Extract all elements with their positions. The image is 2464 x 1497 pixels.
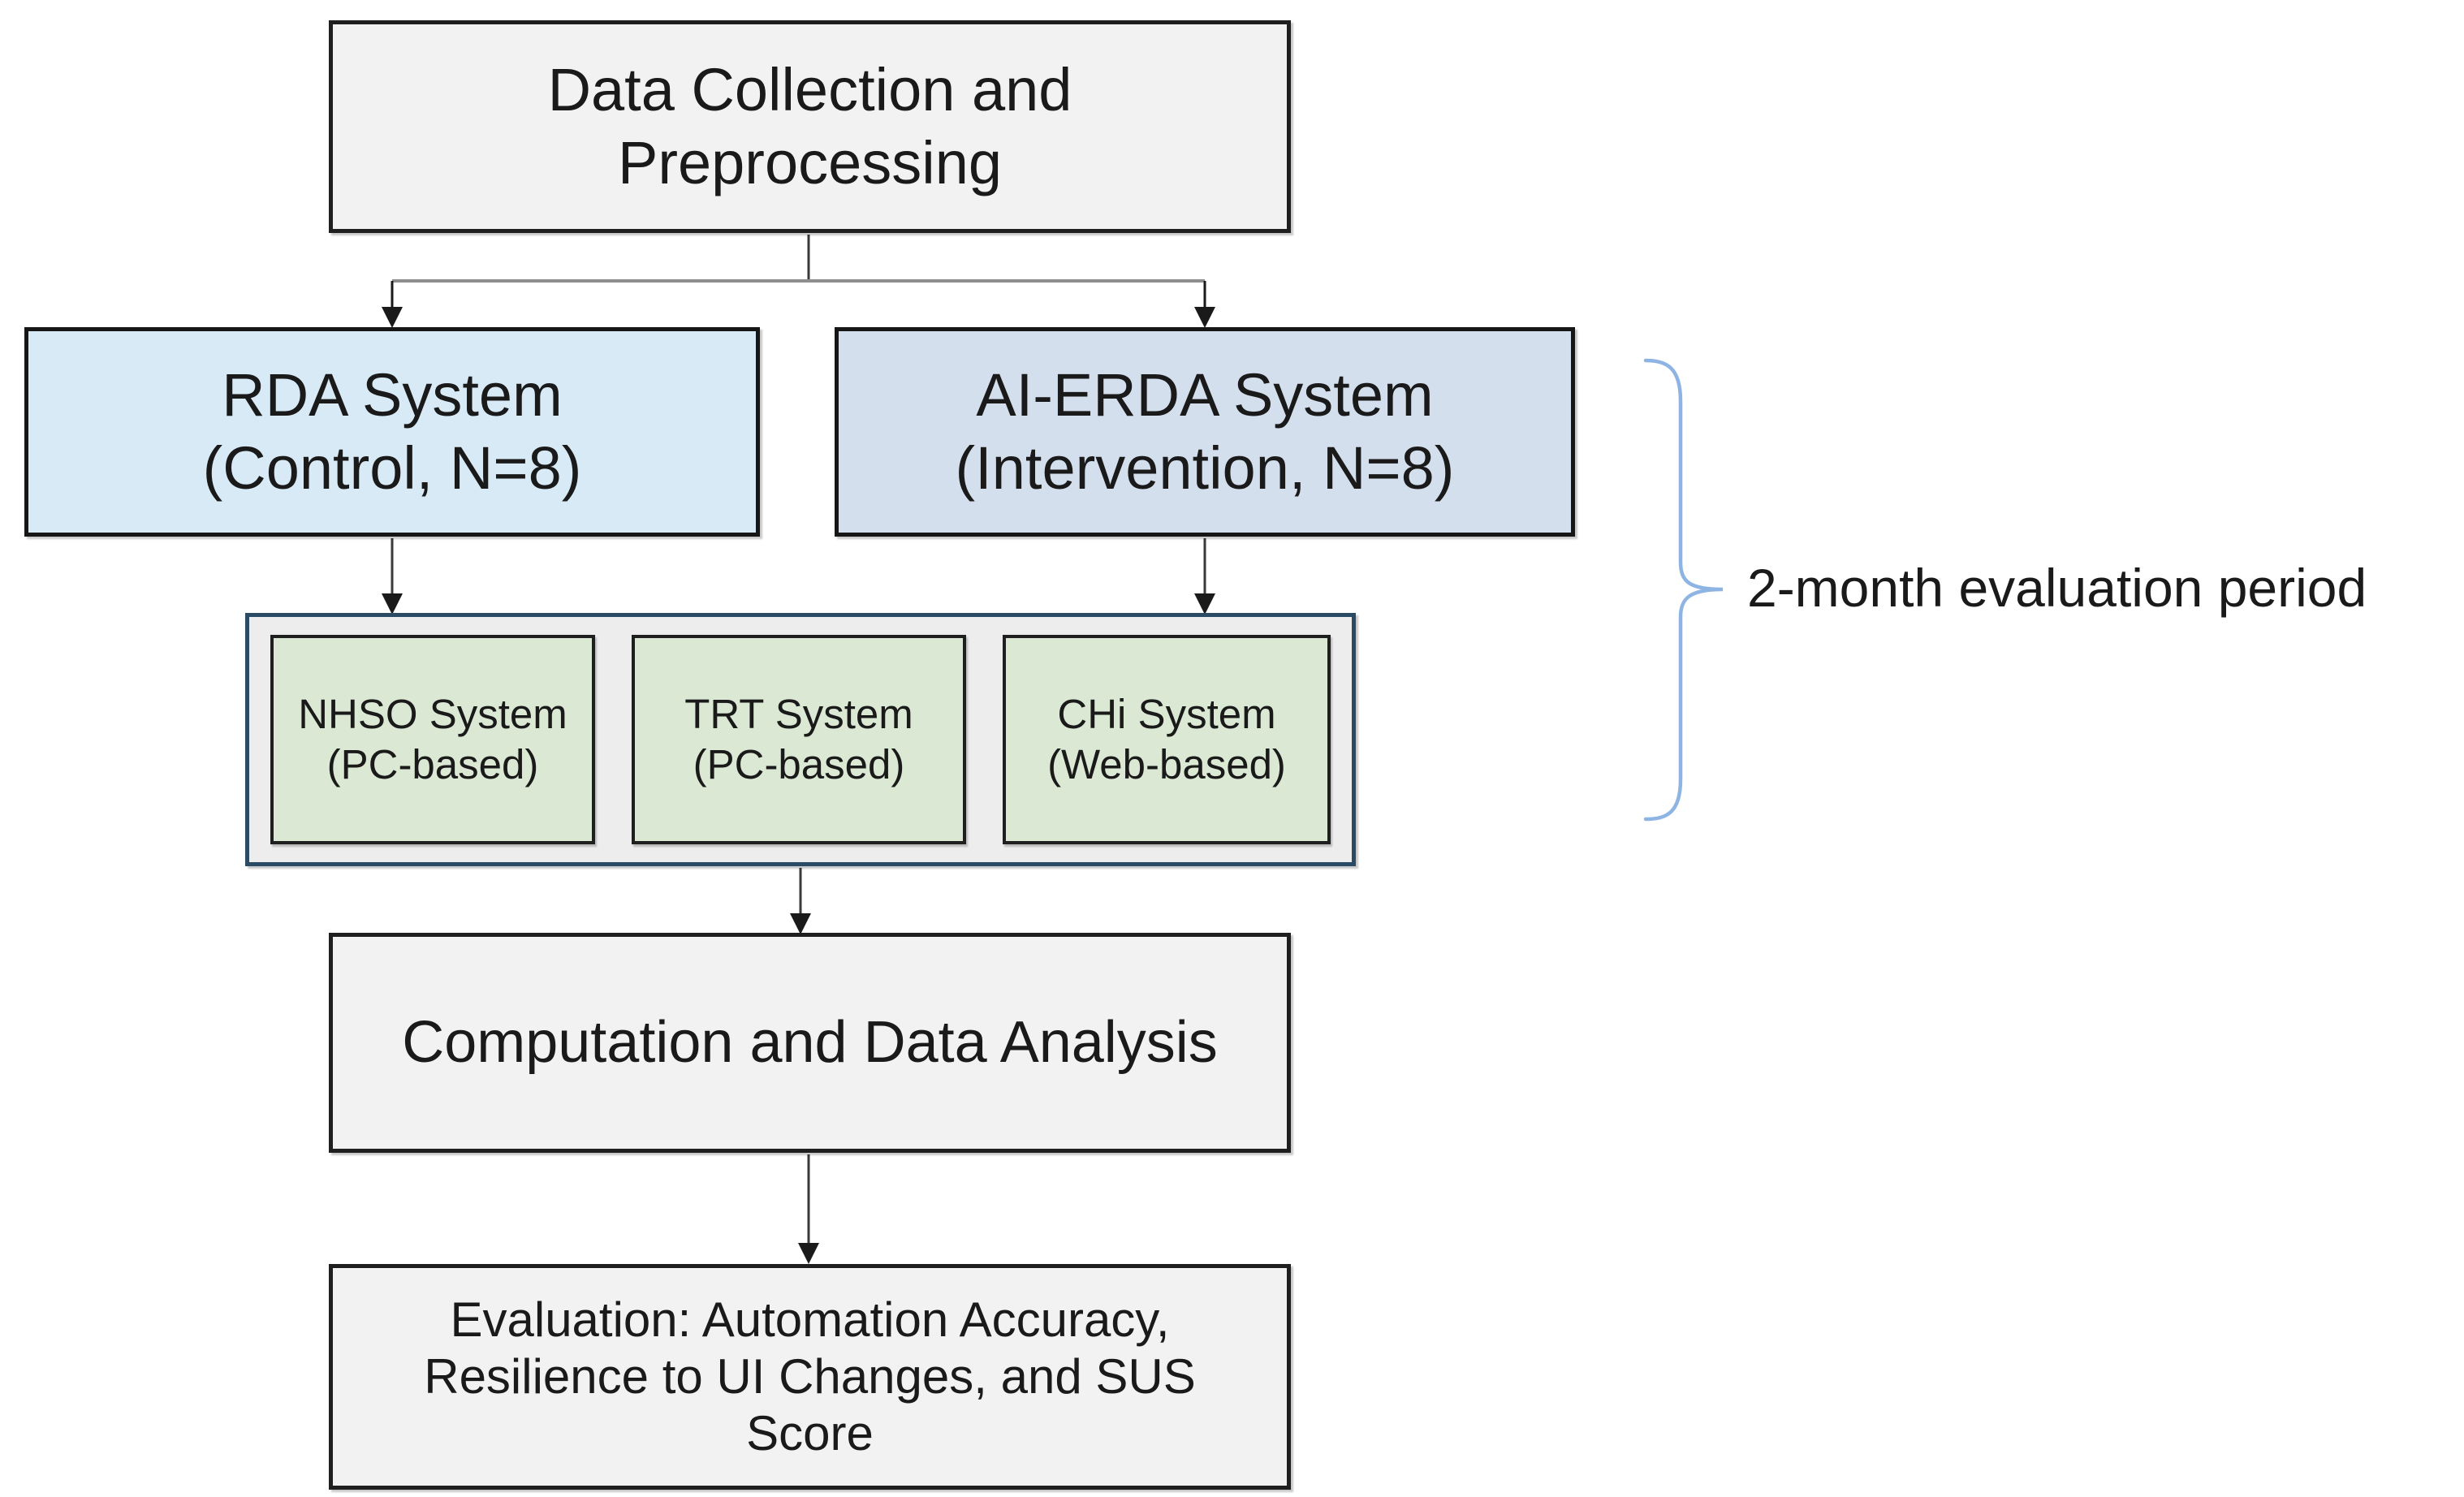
- node-label-line: Score: [746, 1406, 874, 1461]
- systems-group-container: NHSO System (PC-based) TRT System (PC-ba…: [245, 613, 1356, 866]
- arrow-rda-to-systems: [382, 538, 403, 615]
- node-label-line: RDA System: [222, 360, 563, 429]
- node-ai-erda-system: AI-ERDA System (Intervention, N=8): [835, 327, 1575, 537]
- node-nhso-system: NHSO System (PC-based): [270, 635, 595, 844]
- node-chi-system: CHi System (Web-based): [1003, 635, 1331, 844]
- node-label-line: (PC-based): [693, 741, 905, 787]
- node-label-line: (Control, N=8): [202, 434, 582, 502]
- arrow-ai-erda-to-systems: [1194, 538, 1215, 615]
- evaluation-period-bracket: [1643, 358, 1724, 822]
- node-label-line: (Web-based): [1047, 741, 1286, 787]
- node-label-line: Resilience to UI Changes, and SUS: [424, 1348, 1196, 1404]
- node-label-line: TRT System: [684, 690, 913, 737]
- evaluation-period-label: 2-month evaluation period: [1747, 558, 2367, 618]
- node-evaluation-metrics: Evaluation: Automation Accuracy, Resilie…: [329, 1264, 1291, 1490]
- node-trt-system: TRT System (PC-based): [632, 635, 966, 844]
- node-label-line: Computation and Data Analysis: [402, 1010, 1218, 1076]
- arrowhead-to-rda: [382, 307, 403, 328]
- node-label-line: (PC-based): [326, 741, 539, 787]
- node-label-line: CHi System: [1057, 690, 1276, 737]
- arrowhead-to-ai-erda: [1194, 307, 1215, 328]
- node-rda-system: RDA System (Control, N=8): [24, 327, 760, 537]
- arrow-systems-to-computation: [790, 868, 811, 934]
- node-computation-data-analysis: Computation and Data Analysis: [329, 933, 1291, 1153]
- node-label-line: Data Collection and: [547, 55, 1072, 123]
- node-data-collection-preprocessing: Data Collection and Preprocessing: [329, 20, 1291, 233]
- node-label-line: Preprocessing: [617, 129, 1002, 196]
- node-label-line: Evaluation: Automation Accuracy,: [450, 1292, 1170, 1347]
- node-label-line: NHSO System: [298, 690, 567, 737]
- arrow-split-from-data-collection: [382, 235, 1215, 328]
- node-label-line: AI-ERDA System: [976, 360, 1434, 429]
- arrow-computation-to-evaluation: [798, 1154, 819, 1264]
- node-label-line: (Intervention, N=8): [955, 434, 1455, 502]
